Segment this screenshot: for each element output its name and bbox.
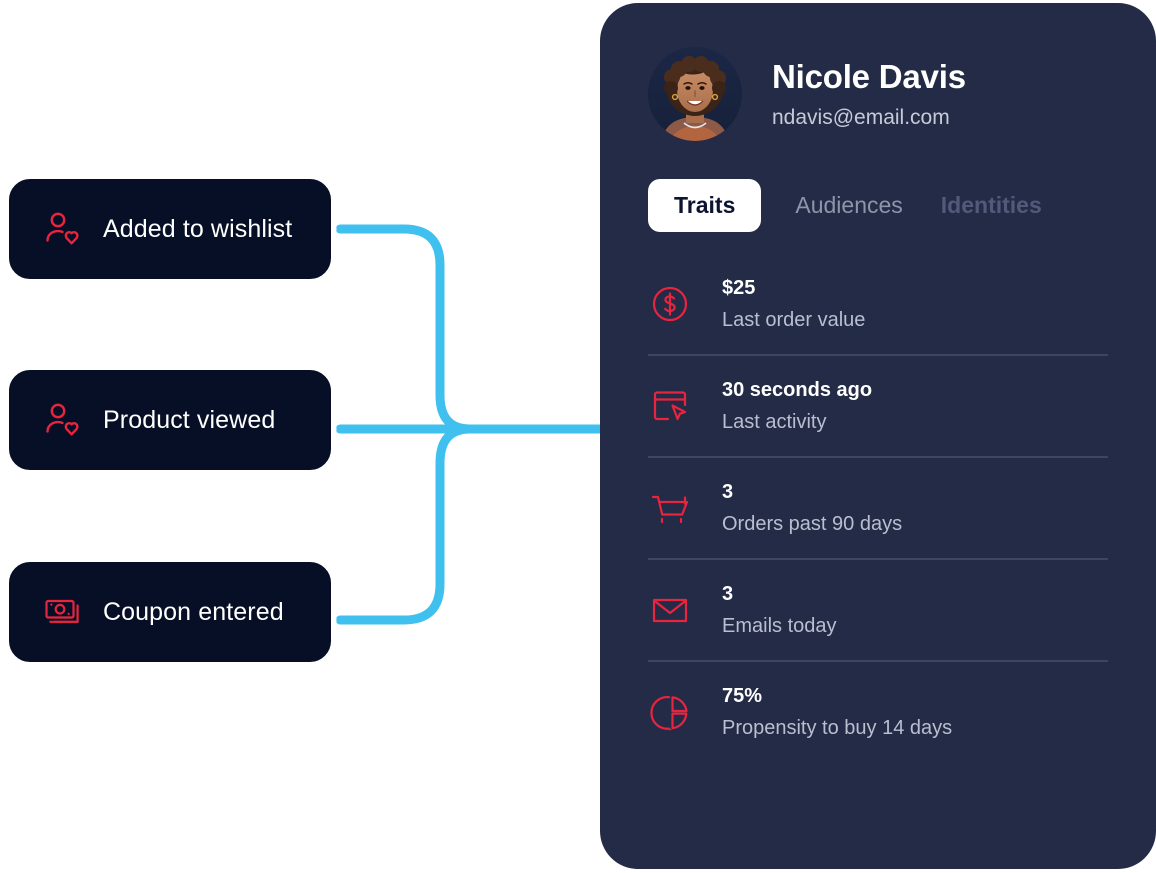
profile-email: ndavis@email.com	[772, 106, 950, 130]
profile-tabs: Traits Audiences Identities	[648, 179, 1156, 232]
trait-row: 30 seconds ago Last activity	[648, 356, 1108, 458]
dollar-circle-icon	[648, 282, 692, 326]
event-card-label: Product viewed	[103, 405, 276, 434]
envelope-icon	[648, 588, 692, 632]
tab-traits[interactable]: Traits	[648, 179, 762, 232]
trait-value: $25	[722, 277, 756, 299]
trait-label: Last order value	[722, 309, 866, 331]
avatar	[648, 47, 742, 141]
tab-identities[interactable]: Identities	[940, 192, 1042, 218]
browser-cursor-icon	[648, 384, 692, 428]
pie-chart-icon	[648, 690, 692, 734]
trait-label: Orders past 90 days	[722, 513, 903, 535]
trait-row: 3 Emails today	[648, 560, 1108, 662]
trait-label: Propensity to buy 14 days	[722, 717, 953, 739]
profile-identity: Nicole Davis ndavis@email.com	[772, 57, 966, 130]
trait-value: 3	[722, 481, 734, 503]
event-card-label: Coupon entered	[103, 597, 284, 626]
tab-audiences[interactable]: Audiences	[795, 192, 903, 218]
event-card-coupon-entered[interactable]: Coupon entered	[4, 557, 336, 667]
event-card-added-to-wishlist[interactable]: Added to wishlist	[4, 174, 336, 284]
trait-value: 30 seconds ago	[722, 379, 873, 401]
banknotes-icon	[43, 592, 83, 632]
event-card-label: Added to wishlist	[103, 214, 293, 243]
trait-label: Last activity	[722, 411, 827, 433]
trait-row: $25 Last order value	[648, 254, 1108, 356]
profile-name: Nicole Davis	[772, 57, 966, 95]
profile-header: Nicole Davis ndavis@email.com	[600, 3, 1156, 141]
customer-profile-panel: Nicole Davis ndavis@email.com Traits Aud…	[600, 3, 1156, 869]
person-heart-icon	[43, 400, 83, 440]
event-card-product-viewed[interactable]: Product viewed	[4, 365, 336, 475]
traits-list: $25 Last order value 30 seconds ago Last…	[648, 254, 1108, 762]
person-heart-icon	[43, 209, 83, 249]
trait-row: 75% Propensity to buy 14 days	[648, 662, 1108, 762]
trait-label: Emails today	[722, 615, 837, 637]
trait-row: 3 Orders past 90 days	[648, 458, 1108, 560]
trait-value: 75%	[722, 685, 763, 707]
shopping-cart-icon	[648, 486, 692, 530]
trait-value: 3	[722, 583, 734, 605]
